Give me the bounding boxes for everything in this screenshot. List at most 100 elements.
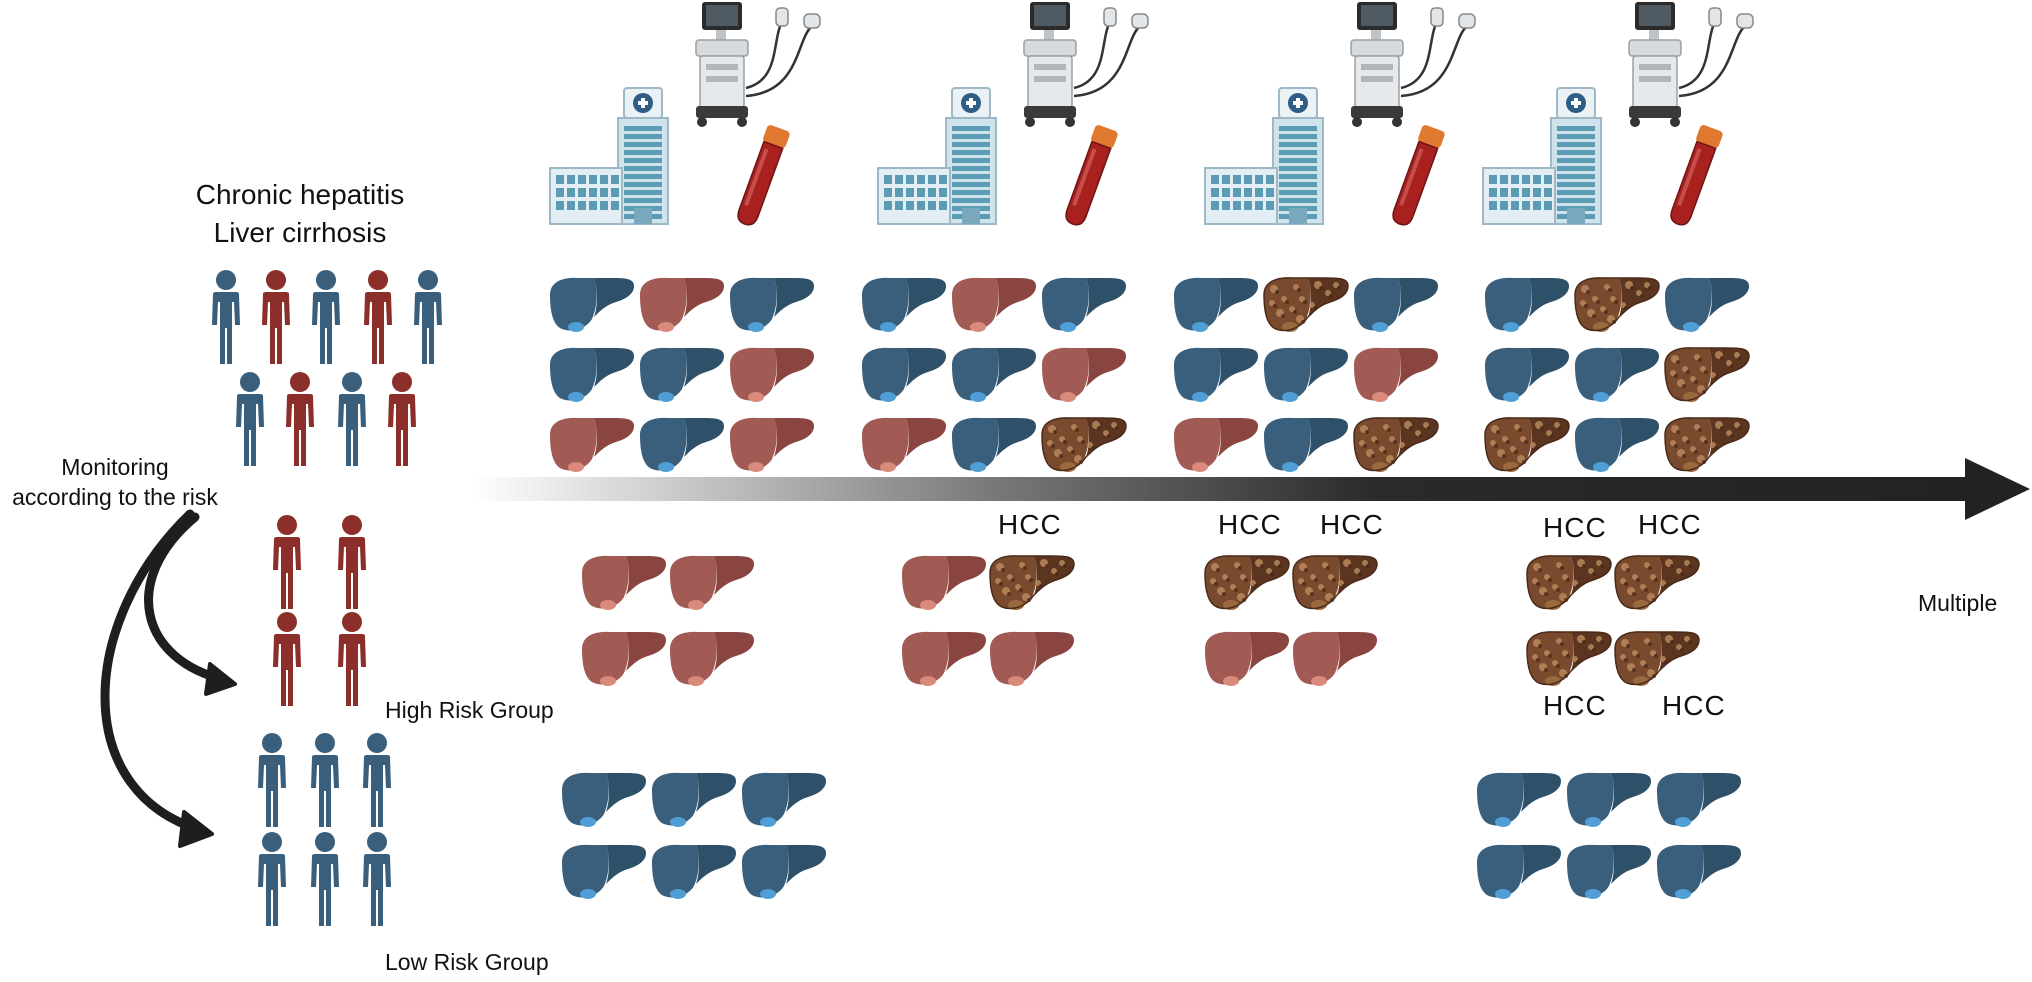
blood-tube-icon [737, 125, 790, 226]
liver-t3-grid-r2-c3 [1354, 347, 1438, 402]
population-person-row2-2 [286, 372, 314, 466]
liver-t4-low-r1-c1 [1477, 772, 1561, 827]
hospital-icon [1482, 87, 1602, 225]
low-risk-person-3 [363, 733, 391, 827]
blood-tube-icon [1670, 125, 1723, 226]
hcc-label-t3-left: HCC [1218, 509, 1282, 540]
liver-t1-low-r2-c2 [652, 844, 736, 899]
liver-t4-high-r2-c1 [1526, 631, 1612, 686]
monitoring-equipment-t3 [1204, 2, 1476, 226]
low-risk-person-2 [311, 733, 339, 827]
liver-t4-grid-r2-c3 [1664, 347, 1750, 402]
risk-stratification-arrows [100, 509, 237, 848]
liver-t4-high-r1-c2 [1614, 555, 1700, 610]
liver-t1-low-r1-c3 [742, 772, 826, 827]
liver-t1-grid-r2-c1 [550, 347, 634, 402]
hcc-label-t2: HCC [998, 509, 1062, 540]
liver-t4-grid-r3-c2 [1575, 417, 1659, 472]
hospital-icon [1204, 87, 1324, 225]
population-title: Chronic hepatitis Liver cirrhosis [150, 176, 450, 252]
liver-t4-low-r2-c3 [1657, 844, 1741, 899]
liver-t2-high-r1-c2 [989, 555, 1075, 610]
low-risk-person-5 [311, 832, 339, 926]
population-person-row1-1 [212, 270, 240, 364]
liver-t1-high-r2-c2 [670, 631, 754, 686]
high-risk-group-label: High Risk Group [385, 697, 554, 723]
liver-t2-grid-r2-c2 [952, 347, 1036, 402]
axis-end-label: Multiple [1918, 590, 1998, 616]
liver-t3-high-r2-c2 [1293, 631, 1377, 686]
hospital-icon [877, 87, 997, 225]
population-person-row2-1 [236, 372, 264, 466]
low-risk-person-6 [363, 832, 391, 926]
liver-t1-high-r1-c1 [582, 555, 666, 610]
liver-t1-low-r2-c1 [562, 844, 646, 899]
liver-t2-high-r2-c1 [902, 631, 986, 686]
liver-t1-low-r1-c2 [652, 772, 736, 827]
liver-t1-grid-r3-c2 [640, 417, 724, 472]
liver-t2-grid-r1-c1 [862, 277, 946, 332]
population-person-row2-4 [388, 372, 416, 466]
population-title-line1: Chronic hepatitis [195, 179, 405, 210]
liver-t1-grid-r2-c3 [730, 347, 814, 402]
monitoring-equipment-t1 [549, 2, 821, 226]
monitoring-label-line2: according to the risk [12, 484, 218, 510]
low-risk-person-4 [258, 832, 286, 926]
monitoring-label: Monitoring according to the risk [0, 452, 230, 512]
liver-t2-high-r2-c2 [990, 631, 1074, 686]
liver-t3-high-r1-c1 [1204, 555, 1290, 610]
liver-t3-grid-r1-c1 [1174, 277, 1258, 332]
population-person-row2-3 [338, 372, 366, 466]
liver-t2-grid-r1-c3 [1042, 277, 1126, 332]
blood-tube-icon [1065, 125, 1118, 226]
hcc-label-t4-top-left: HCC [1543, 512, 1607, 543]
liver-t4-low-r1-c3 [1657, 772, 1741, 827]
monitoring-equipment-t4 [1482, 2, 1754, 226]
ultrasound-machine-icon [1350, 2, 1476, 127]
liver-t4-grid-r1-c2 [1574, 277, 1660, 332]
liver-t4-low-r2-c2 [1567, 844, 1651, 899]
hospital-icon [549, 87, 669, 225]
liver-t2-grid-r3-c3 [1041, 417, 1127, 472]
high-risk-person-4 [338, 612, 366, 706]
liver-t3-grid-r1-c3 [1354, 277, 1438, 332]
population-person-row1-5 [414, 270, 442, 364]
liver-t1-low-r1-c1 [562, 772, 646, 827]
liver-t4-grid-r3-c1 [1484, 417, 1570, 472]
hcc-label-t4-bottom-right: HCC [1662, 690, 1726, 721]
liver-t4-high-r2-c2 [1614, 631, 1700, 686]
liver-t3-grid-r1-c2 [1263, 277, 1349, 332]
population-person-row1-2 [262, 270, 290, 364]
population-title-line2: Liver cirrhosis [213, 217, 387, 248]
hcc-label-t3-right: HCC [1320, 509, 1384, 540]
liver-t2-grid-r2-c1 [862, 347, 946, 402]
hcc-label-t4-bottom-left: HCC [1543, 690, 1607, 721]
liver-t4-high-r1-c1 [1526, 555, 1612, 610]
monitoring-equipment-t2 [877, 2, 1149, 226]
high-risk-person-2 [338, 515, 366, 609]
liver-t4-grid-r1-c3 [1665, 277, 1749, 332]
liver-t3-grid-r2-c2 [1264, 347, 1348, 402]
liver-t1-grid-r1-c1 [550, 277, 634, 332]
liver-t1-low-r2-c3 [742, 844, 826, 899]
liver-t1-grid-r1-c3 [730, 277, 814, 332]
ultrasound-machine-icon [1628, 2, 1754, 127]
timeline-arrow [470, 458, 2030, 520]
monitoring-label-line1: Monitoring [61, 454, 169, 480]
low-risk-group-label: Low Risk Group [385, 949, 549, 975]
liver-t1-grid-r2-c2 [640, 347, 724, 402]
low-risk-person-1 [258, 733, 286, 827]
liver-t2-grid-r3-c2 [952, 417, 1036, 472]
liver-t4-grid-r1-c1 [1485, 277, 1569, 332]
liver-t3-grid-r3-c1 [1174, 417, 1258, 472]
liver-t3-high-r2-c1 [1205, 631, 1289, 686]
population-person-row1-3 [312, 270, 340, 364]
liver-t4-low-r1-c2 [1567, 772, 1651, 827]
liver-t1-grid-r3-c3 [730, 417, 814, 472]
hcc-label-t4-top-right: HCC [1638, 509, 1702, 540]
liver-t3-high-r1-c2 [1292, 555, 1378, 610]
liver-t1-high-r1-c2 [670, 555, 754, 610]
high-risk-person-3 [273, 612, 301, 706]
